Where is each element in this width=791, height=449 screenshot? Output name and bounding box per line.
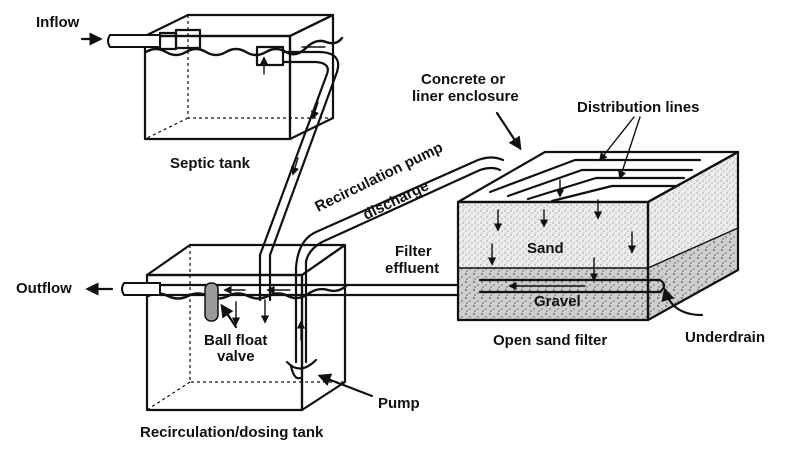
inflow-pipe (107, 34, 161, 48)
distribution-lines-label: Distribution lines (577, 99, 700, 116)
underdrain-label: Underdrain (685, 329, 765, 346)
recirculation-dosing-tank (145, 243, 348, 412)
inflow-label: Inflow (36, 14, 80, 31)
septic-outlet-pipe (258, 50, 340, 257)
distribution-pointer-1 (598, 116, 635, 162)
outflow-label: Outflow (16, 280, 72, 297)
underdrain-pointer (661, 287, 704, 317)
filter-effluent-label-line1: Filter (395, 243, 432, 260)
ball-float-label-line1: Ball float (204, 332, 267, 349)
gravel-label: Gravel (534, 293, 581, 310)
distribution-pointer-2 (618, 116, 641, 180)
sand-label: Sand (527, 240, 564, 257)
filter-effluent-label-line2: effluent (385, 260, 439, 277)
septic-tank-label: Septic tank (170, 155, 251, 172)
pump-pointer (317, 373, 374, 398)
septic-tank (143, 13, 344, 141)
filter-effluent-pipe (310, 283, 470, 297)
pump-label: Pump (378, 395, 420, 412)
outflow-pipe (121, 282, 161, 296)
ball-float-label-line2: valve (217, 348, 255, 365)
recirculation-discharge-pipe (294, 156, 505, 270)
enclosure-pointer (495, 111, 522, 151)
enclosure-label-line1: Concrete or (421, 71, 505, 88)
dosing-tank-label: Recirculation/dosing tank (140, 424, 324, 441)
enclosure-label-line2: liner enclosure (412, 88, 519, 105)
open-sand-filter (456, 150, 740, 322)
open-sand-filter-label: Open sand filter (493, 332, 607, 349)
